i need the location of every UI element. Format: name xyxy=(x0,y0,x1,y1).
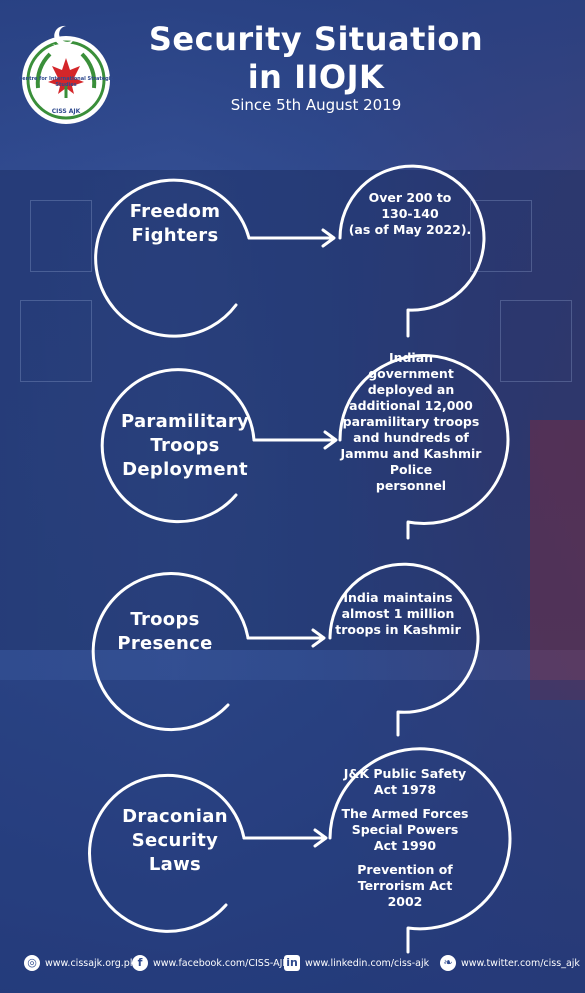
label-line: Draconian xyxy=(122,806,228,827)
left-circle-4 xyxy=(88,773,246,933)
building-window xyxy=(470,200,532,272)
desc-line: personnel xyxy=(375,478,447,493)
logo-short-text: CISS AJK xyxy=(51,108,81,115)
desc-line: almost 1 million xyxy=(341,606,455,621)
desc-line: Over 200 to xyxy=(368,190,452,205)
desc-line: (as of May 2022). xyxy=(348,222,472,237)
item-desc-paramilitary: Indian government deployed an additional… xyxy=(333,350,489,494)
left-circle-3 xyxy=(91,572,250,732)
building-window xyxy=(500,300,572,382)
desc-line: government xyxy=(368,366,454,381)
desc-line: additional 12,000 xyxy=(349,398,473,413)
logo-ring-text: Centre for International Strategic Studi… xyxy=(18,76,114,88)
page-subtitle: Since 5th August 2019 xyxy=(230,96,402,114)
left-circle-2 xyxy=(100,368,256,524)
label-line: Laws xyxy=(148,854,202,875)
building-window xyxy=(20,300,92,382)
footer-facebook[interactable]: f www.facebook.com/CISS-AJK xyxy=(132,955,289,971)
footer-website[interactable]: ◎ www.cissajk.org.pk xyxy=(24,955,135,971)
facebook-link[interactable]: www.facebook.com/CISS-AJK xyxy=(153,957,289,969)
label-line: Deployment xyxy=(122,459,248,480)
footer-twitter[interactable]: ❧ www.twitter.com/ciss_ajk xyxy=(440,955,580,971)
website-link[interactable]: www.cissajk.org.pk xyxy=(45,957,136,969)
desc-line: The Armed Forces xyxy=(341,806,469,821)
footer-linkedin[interactable]: in www.linkedin.com/ciss-ajk xyxy=(284,955,429,971)
desc-line: 130-140 xyxy=(381,206,439,221)
page-title-line2: in IIOJK xyxy=(247,58,385,96)
label-line: Paramilitary xyxy=(120,411,250,432)
item-label-paramilitary: Paramilitary Troops Deployment xyxy=(105,410,265,482)
desc-line: 2002 xyxy=(387,894,423,909)
item-label-draconian-laws: Draconian Security Laws xyxy=(95,805,255,877)
right-circle-3 xyxy=(328,562,480,737)
right-circle-2 xyxy=(338,354,510,540)
arrow-head-4 xyxy=(313,828,328,848)
desc-line: Police xyxy=(389,462,433,477)
desc-line: paramilitary troops xyxy=(342,414,480,429)
ciss-logo xyxy=(22,36,110,124)
linkedin-icon: in xyxy=(284,955,300,971)
item-desc-troops-presence: India maintains almost 1 million troops … xyxy=(328,590,468,638)
arrow-head-3 xyxy=(311,628,326,648)
twitter-link[interactable]: www.twitter.com/ciss_ajk xyxy=(461,957,580,969)
twitter-icon: ❧ xyxy=(440,955,456,971)
item-label-freedom-fighters: Freedom Fighters xyxy=(105,200,245,248)
label-line: Presence xyxy=(117,633,213,654)
desc-line: Act 1978 xyxy=(373,782,437,797)
item-desc-draconian-laws: J&K Public Safety Act 1978 The Armed For… xyxy=(330,766,480,910)
desc-line: India maintains xyxy=(343,590,453,605)
desc-line: Terrorism Act xyxy=(357,878,453,893)
right-circle-1 xyxy=(338,164,486,338)
linkedin-link[interactable]: www.linkedin.com/ciss-ajk xyxy=(305,957,430,969)
desc-line: J&K Public Safety xyxy=(343,766,467,781)
desc-line: Jammu and Kashmir xyxy=(340,446,482,461)
label-line: Freedom xyxy=(129,201,221,222)
desc-line: Act 1990 xyxy=(373,838,437,853)
footer: ◎ www.cissajk.org.pk f www.facebook.com/… xyxy=(0,955,585,977)
item-label-troops-presence: Troops Presence xyxy=(95,608,235,656)
label-line: Fighters xyxy=(131,225,219,246)
building-window xyxy=(30,200,92,272)
facebook-icon: f xyxy=(132,955,148,971)
desc-line: troops in Kashmir xyxy=(335,622,461,637)
label-line: Troops xyxy=(130,609,200,630)
label-line: Troops xyxy=(150,435,220,456)
desc-line: Prevention of xyxy=(357,862,453,877)
arrow-head-1 xyxy=(321,228,336,248)
left-circle-1 xyxy=(94,178,251,338)
label-line: Security xyxy=(131,830,219,851)
globe-icon: ◎ xyxy=(24,955,40,971)
shop-sign xyxy=(530,420,585,700)
desc-line: and hundreds of xyxy=(353,430,469,445)
right-circle-4 xyxy=(328,747,512,954)
desc-line: Special Powers xyxy=(351,822,459,837)
arrow-head-2 xyxy=(323,430,338,450)
page-title-line1: Security Situation xyxy=(148,20,484,58)
desc-line: deployed an xyxy=(367,382,455,397)
item-desc-freedom-fighters: Over 200 to 130-140 (as of May 2022). xyxy=(340,190,480,238)
crescent-icon xyxy=(54,25,74,46)
desc-line: Indian xyxy=(388,350,434,365)
